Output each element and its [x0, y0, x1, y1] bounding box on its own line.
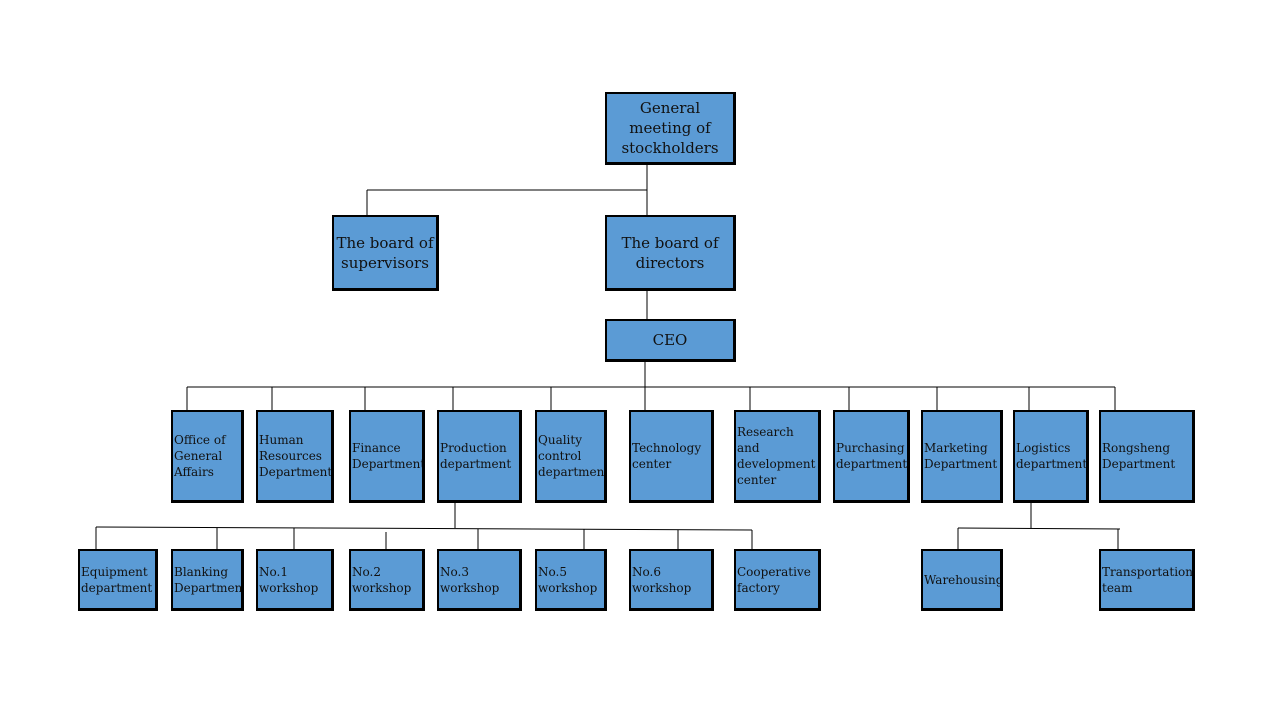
node-production: Production department: [437, 410, 522, 503]
node-label: Marketing Department: [924, 441, 998, 471]
node-label: General meeting of stockholders: [621, 99, 719, 157]
node-label: Cooperative factory: [737, 564, 811, 595]
node-label: Office of General Affairs: [174, 433, 226, 479]
node-purchasing: Purchasing department: [833, 410, 910, 503]
node-rongsheng: Rongsheng Department: [1099, 410, 1195, 503]
node-cooperative: Cooperative factory: [734, 549, 821, 611]
node-ws1: No.1 workshop: [256, 549, 334, 611]
node-label: CEO: [652, 331, 688, 349]
connector-lines: [95, 165, 1121, 550]
connector-line: [957, 527, 1121, 530]
node-label: The board of supervisors: [336, 233, 434, 272]
node-label: No.5 workshop: [538, 564, 598, 595]
node-label: Transportation team: [1102, 564, 1194, 595]
node-blanking: Blanking Department: [171, 549, 244, 611]
connector-line: [95, 526, 753, 531]
node-ceo: CEO: [605, 319, 736, 362]
node-label: Human Resources Department: [259, 433, 333, 479]
node-label: No.3 workshop: [440, 564, 500, 595]
node-label: Purchasing department: [836, 441, 908, 471]
node-label: No.2 workshop: [352, 564, 412, 595]
node-label: The board of directors: [621, 233, 719, 272]
node-ws2: No.2 workshop: [349, 549, 425, 611]
node-label: Production department: [440, 441, 512, 471]
node-label: Equipment department: [81, 564, 153, 595]
node-logistics: Logistics department: [1013, 410, 1089, 503]
node-office: Office of General Affairs: [171, 410, 244, 503]
node-label: No.1 workshop: [259, 564, 319, 595]
node-shareholders: General meeting of stockholders: [605, 92, 736, 165]
node-warehousing: Warehousing: [921, 549, 1003, 611]
node-label: Quality control department: [538, 433, 607, 479]
node-supervisors: The board of supervisors: [332, 215, 439, 291]
node-technology: Technology center: [629, 410, 714, 503]
node-label: Research and development center: [737, 425, 816, 487]
node-label: Rongsheng Department: [1102, 441, 1176, 471]
node-quality: Quality control department: [535, 410, 607, 503]
node-rnd: Research and development center: [734, 410, 821, 503]
node-label: Finance Department: [352, 441, 425, 471]
node-ws3: No.3 workshop: [437, 549, 522, 611]
node-transportation: Transportation team: [1099, 549, 1195, 611]
node-label: Logistics department: [1016, 441, 1088, 471]
node-equipment: Equipment department: [78, 549, 158, 611]
node-marketing: Marketing Department: [921, 410, 1003, 503]
node-label: Blanking Department: [174, 564, 244, 595]
node-ws6: No.6 workshop: [629, 549, 714, 611]
node-label: Warehousing: [924, 572, 1003, 587]
node-label: No.6 workshop: [632, 564, 692, 595]
node-hr: Human Resources Department: [256, 410, 334, 503]
node-finance: Finance Department: [349, 410, 425, 503]
node-directors: The board of directors: [605, 215, 736, 291]
node-label: Technology center: [632, 441, 702, 471]
node-ws5: No.5 workshop: [535, 549, 607, 611]
